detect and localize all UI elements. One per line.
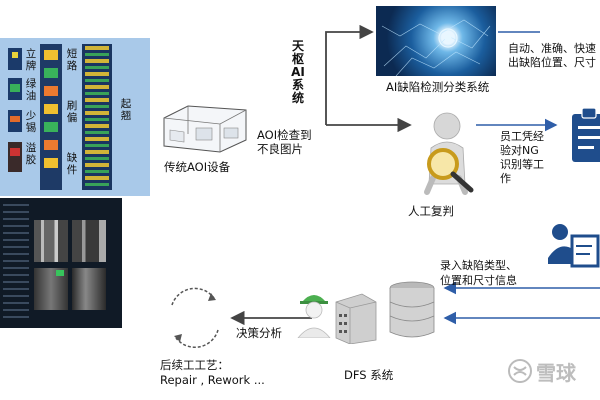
auto-desc-label: 自动、准确、快速 出缺陷位置、尺寸: [508, 42, 596, 69]
defect-panel: 立牌 绿油 少锡 溢胶 短路 刷偏 缺件 起翘: [0, 38, 150, 196]
sample-chip: [10, 148, 20, 156]
defect-label-4: 溢胶: [25, 142, 37, 166]
sample-chip: [10, 84, 20, 92]
screen-image: [72, 220, 106, 262]
traditional-aoi-label: 传统AOI设备: [164, 160, 231, 174]
defect-label-6: 刷偏: [66, 100, 78, 124]
aoi-ng-label: AOI检查到 不良图片: [257, 128, 312, 156]
dfs-label: DFS 系统: [344, 368, 394, 382]
sample-chip: [12, 52, 18, 58]
decision-label: 决策分析: [236, 326, 282, 340]
screen-image: [34, 220, 68, 262]
worker-helmet-icon: [297, 295, 331, 338]
arrow-to-ai: [325, 24, 374, 125]
ai-classify-label: AI缺陷检测分类系统: [386, 80, 490, 94]
sample-chip: [44, 50, 58, 60]
manual-review-label: 人工复判: [408, 204, 454, 218]
magnifier-person-icon: [424, 112, 474, 195]
sample-chip: [44, 104, 58, 114]
entry-desc-label: 录入缺陷类型、 位置和尺寸信息: [440, 259, 517, 287]
defect-label-3: 少锡: [25, 110, 37, 134]
database-icon: [389, 281, 435, 338]
screen-image: [72, 268, 106, 310]
screen-sidebar: [3, 204, 29, 322]
sample-chip: [44, 68, 58, 78]
person-writing-icon: [548, 224, 600, 268]
sample-chip: [44, 86, 58, 96]
defect-label-1: 立牌: [25, 48, 37, 72]
clipboard-icon: [572, 107, 600, 162]
watermark-text: 雪球: [536, 361, 576, 385]
defect-label-5: 短路: [66, 48, 78, 72]
defect-label-2: 绿油: [25, 78, 37, 102]
watermark: 雪球: [508, 356, 600, 386]
screen-highlight: [56, 270, 64, 276]
sample-chip: [44, 122, 58, 132]
defect-label-8: 起翘: [120, 98, 132, 122]
ai-system-vertical-label: 天枢AI系统: [291, 39, 305, 105]
followup-label: 后续工工艺： Repair , Rework ...: [160, 358, 265, 387]
snowball-logo-icon: [508, 359, 532, 383]
sample-chip: [44, 140, 58, 150]
server-icon: [335, 293, 377, 344]
sample-column-dots: [85, 46, 109, 188]
sample-column: [40, 44, 62, 190]
sample-chip: [8, 48, 22, 70]
staff-desc-label: 员工凭经 验对NG 识别等工 作: [500, 130, 544, 185]
cycle-icon: [171, 287, 219, 348]
aoi-machine-icon: [163, 105, 247, 153]
sample-chip: [10, 116, 20, 122]
inspection-screen: [0, 198, 122, 328]
defect-label-7: 缺件: [66, 152, 78, 176]
sample-chip: [44, 158, 58, 168]
brain-ai-icon: [376, 6, 496, 76]
